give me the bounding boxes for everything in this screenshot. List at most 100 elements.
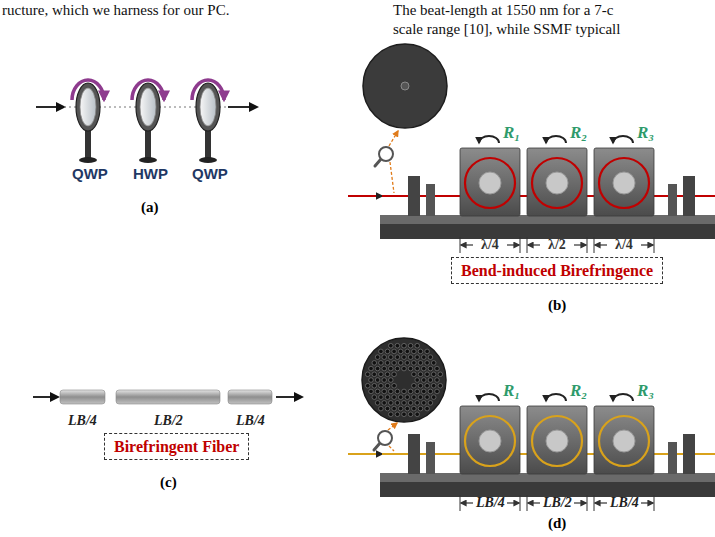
- air-hole: [379, 383, 384, 388]
- clamp-post: [668, 184, 677, 216]
- air-hole: [382, 401, 387, 406]
- air-hole: [431, 361, 436, 366]
- dimension-tick: [460, 495, 461, 511]
- air-hole: [385, 372, 390, 377]
- rotation-arrow: [192, 80, 224, 100]
- paddle-hub: [479, 172, 501, 194]
- paddle-block: [594, 406, 654, 474]
- air-hole: [379, 361, 384, 366]
- air-hole: [375, 366, 380, 371]
- paddle-hub: [546, 172, 568, 194]
- air-hole: [408, 401, 413, 406]
- air-hole: [408, 343, 413, 348]
- air-hole: [425, 395, 430, 400]
- clamp-post: [683, 434, 695, 474]
- air-hole: [435, 378, 440, 383]
- pcf-paddle-controller: [348, 394, 715, 511]
- air-hole: [402, 389, 407, 394]
- air-hole: [405, 349, 410, 354]
- fiber-input: [348, 453, 382, 455]
- air-hole: [402, 355, 407, 360]
- waveplate-label: QWP: [192, 165, 228, 182]
- rotation-label: R₁: [503, 381, 520, 401]
- air-hole: [375, 401, 380, 406]
- magnifier-glass: [378, 431, 392, 445]
- air-hole: [422, 355, 427, 360]
- air-hole: [372, 395, 377, 400]
- air-hole: [412, 349, 417, 354]
- air-hole: [398, 361, 403, 366]
- air-hole: [372, 372, 377, 377]
- dimension-label: LB/4: [236, 413, 265, 429]
- air-hole: [379, 395, 384, 400]
- fiber-loop: [532, 158, 582, 208]
- air-hole: [389, 366, 394, 371]
- dimension-label: λ/2: [548, 237, 566, 253]
- air-hole: [389, 401, 394, 406]
- dimension-arrow: [641, 244, 653, 245]
- paddle-hub: [613, 172, 635, 194]
- air-hole: [431, 395, 436, 400]
- magnifier-glass: [379, 147, 393, 161]
- air-hole: [402, 401, 407, 406]
- pcf-cross-section: [362, 338, 446, 451]
- rotation-label: R₃: [637, 123, 654, 143]
- air-hole: [379, 372, 384, 377]
- paddle-block: [460, 406, 520, 474]
- clamp-post: [683, 176, 695, 216]
- dimension-tick: [527, 237, 528, 253]
- clamp-post: [426, 184, 435, 216]
- box-text: Birefringent Fiber: [114, 437, 239, 456]
- air-hole: [398, 406, 403, 411]
- waveplate-glass: [200, 88, 216, 126]
- waveplate-setup: [36, 80, 257, 163]
- air-hole: [408, 366, 413, 371]
- dimension-arrow: [595, 502, 607, 503]
- rotation-label: R₃: [637, 381, 654, 401]
- dimension-arrow: [461, 244, 473, 245]
- air-hole: [415, 389, 420, 394]
- box-text: Bend-induced Birefringence: [461, 261, 653, 280]
- dimension-arrow: [574, 502, 586, 503]
- magnifier-handle: [374, 443, 380, 450]
- plate-stem: [145, 130, 151, 158]
- paper-text: scale range [10], while SSMF typicall: [393, 21, 620, 38]
- air-hole: [385, 349, 390, 354]
- air-hole: [425, 372, 430, 377]
- dimension-arrow: [528, 244, 540, 245]
- dashed-caption-box: Birefringent Fiber: [104, 433, 249, 460]
- air-hole: [372, 383, 377, 388]
- dimension-label: LB/4: [610, 495, 639, 511]
- air-hole: [418, 406, 423, 411]
- fiber-loop: [532, 416, 582, 466]
- air-hole: [412, 361, 417, 366]
- fiber-cladding: [363, 44, 447, 128]
- dimension-label: LB/4: [68, 413, 97, 429]
- plate-stem: [85, 130, 91, 158]
- panel-label: (c): [160, 474, 177, 491]
- panel-label: (b): [548, 297, 566, 314]
- air-hole: [392, 395, 397, 400]
- air-hole: [428, 366, 433, 371]
- input-arrow: [33, 396, 58, 398]
- air-hole: [389, 389, 394, 394]
- air-hole: [425, 406, 430, 411]
- dimension-tick: [594, 237, 595, 253]
- paddle-block: [594, 148, 654, 216]
- air-hole: [369, 378, 374, 383]
- air-hole: [412, 406, 417, 411]
- paddle-block: [527, 148, 587, 216]
- zoom-leader: [388, 423, 397, 430]
- air-hole: [402, 343, 407, 348]
- dimension-tick: [594, 495, 595, 511]
- rotation-label: R₂: [570, 123, 587, 143]
- fiber-loop: [465, 158, 515, 208]
- dimension-tick: [460, 237, 461, 253]
- zoom-leader: [389, 131, 398, 146]
- fiber-loop: [465, 416, 515, 466]
- air-hole: [425, 349, 430, 354]
- air-hole: [422, 366, 427, 371]
- waveplate-label: QWP: [72, 165, 108, 182]
- air-hole: [385, 361, 390, 366]
